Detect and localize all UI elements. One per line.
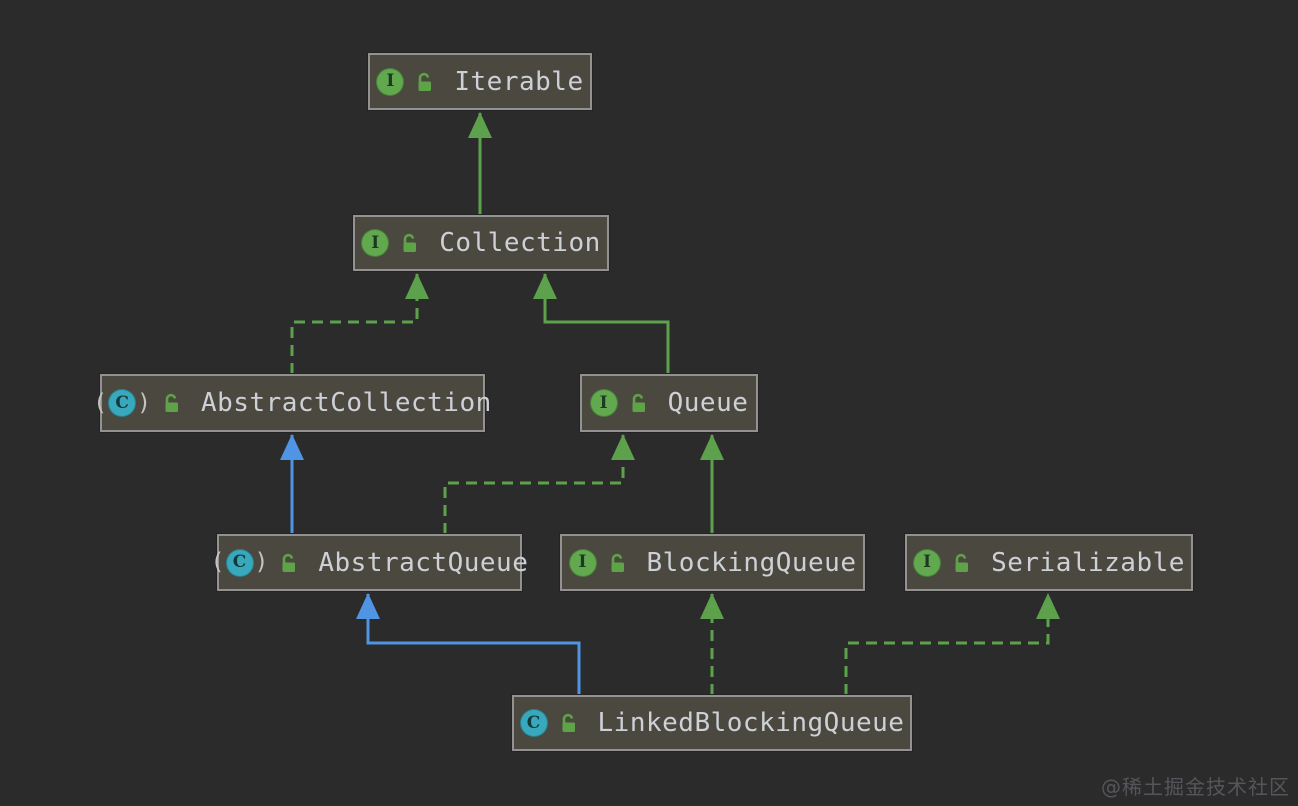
class-icon: C bbox=[519, 709, 548, 737]
watermark: @稀土掘金技术社区 bbox=[1101, 775, 1290, 799]
class-node-collection[interactable]: I Collection bbox=[353, 215, 609, 271]
class-name-label: Iterable bbox=[454, 66, 584, 97]
class-name-label: BlockingQueue bbox=[646, 547, 857, 578]
class-name-label: LinkedBlockingQueue bbox=[597, 708, 905, 738]
public-unlocked-icon bbox=[627, 392, 649, 414]
public-unlocked-icon bbox=[277, 552, 299, 574]
class-node-linked-blocking-queue[interactable]: C LinkedBlockingQueue bbox=[512, 695, 912, 751]
class-name-label: Serializable bbox=[991, 547, 1185, 578]
class-name-label: AbstractQueue bbox=[318, 547, 529, 578]
class-node-queue[interactable]: I Queue bbox=[580, 374, 758, 432]
edge-linked-blocking-queue-implements-serializable bbox=[844, 593, 1060, 695]
class-name-label: Queue bbox=[667, 388, 749, 418]
class-node-iterable[interactable]: I Iterable bbox=[368, 53, 592, 110]
class-name-label: AbstractCollection bbox=[200, 388, 492, 418]
class-node-abstract-collection[interactable]: (C) AbstractCollection bbox=[93, 374, 491, 432]
interface-icon: I bbox=[913, 548, 942, 577]
public-unlocked-icon bbox=[398, 232, 420, 254]
interface-icon: I bbox=[589, 389, 618, 417]
public-unlocked-icon bbox=[413, 71, 435, 93]
edge-linked-blocking-queue-extends-abstract-queue bbox=[356, 593, 581, 695]
public-unlocked-icon bbox=[606, 552, 628, 574]
public-unlocked-icon bbox=[557, 712, 579, 734]
class-node-abstract-queue[interactable]: (C) AbstractQueue bbox=[211, 534, 528, 591]
class-node-serializable[interactable]: I Serializable bbox=[905, 534, 1193, 591]
abstract-class-icon: (C) bbox=[93, 389, 151, 417]
class-node-blocking-queue[interactable]: I BlockingQueue bbox=[560, 534, 865, 591]
edge-abstract-collection-implements-collection bbox=[290, 273, 429, 374]
interface-icon: I bbox=[361, 229, 390, 257]
interface-icon: I bbox=[568, 548, 597, 577]
abstract-class-icon: (C) bbox=[210, 548, 269, 577]
edge-abstract-queue-implements-queue bbox=[443, 434, 635, 534]
public-unlocked-icon bbox=[950, 552, 972, 574]
class-name-label: Collection bbox=[439, 228, 601, 258]
edge-queue-extends-collection bbox=[533, 273, 670, 374]
interface-icon: I bbox=[376, 67, 405, 96]
public-unlocked-icon bbox=[160, 392, 182, 414]
